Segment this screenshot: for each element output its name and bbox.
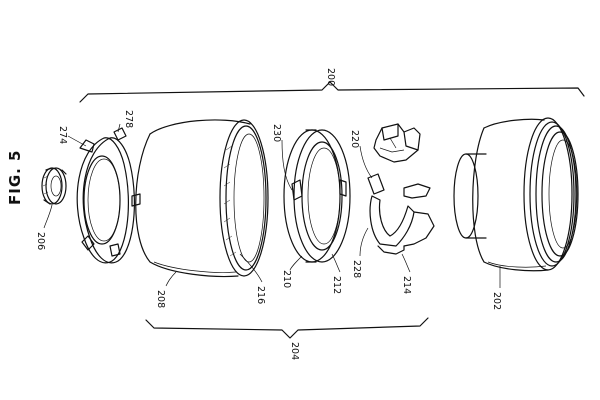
figure-label: FIG. 5 xyxy=(6,150,24,206)
bracket-204 xyxy=(145,317,429,339)
leader-216 xyxy=(239,253,263,283)
leader-278 xyxy=(117,123,121,133)
part-220-clip-top xyxy=(373,123,421,163)
label-210: 210 xyxy=(281,270,292,288)
leader-274 xyxy=(67,135,87,147)
leader-212 xyxy=(331,253,341,273)
part-206-nut xyxy=(41,167,67,205)
part-212-clip-body xyxy=(367,173,435,255)
label-216: 216 xyxy=(255,286,266,304)
bracket-assembly-200 xyxy=(79,81,585,103)
label-274: 274 xyxy=(57,126,68,144)
part-208-housing xyxy=(135,119,269,278)
label-202: 202 xyxy=(491,292,502,310)
leader-206 xyxy=(43,204,53,229)
label-206: 206 xyxy=(35,232,46,250)
leader-228 xyxy=(359,227,369,257)
leader-210 xyxy=(289,255,303,271)
leader-214 xyxy=(401,253,411,273)
label-278: 278 xyxy=(123,110,134,128)
leader-208 xyxy=(165,271,177,287)
part-210-ring xyxy=(283,129,351,263)
label-220: 220 xyxy=(349,130,360,148)
label-204: 204 xyxy=(289,342,300,360)
leader-220 xyxy=(359,145,373,179)
label-200: 200 xyxy=(325,68,336,86)
leader-230 xyxy=(281,139,293,191)
label-208: 208 xyxy=(155,290,166,308)
part-274-flange-ring xyxy=(76,127,141,264)
label-212: 212 xyxy=(331,276,342,294)
label-214: 214 xyxy=(401,276,412,294)
part-202-sleeve xyxy=(453,117,579,272)
label-230: 230 xyxy=(271,124,282,142)
label-228: 228 xyxy=(351,260,362,278)
